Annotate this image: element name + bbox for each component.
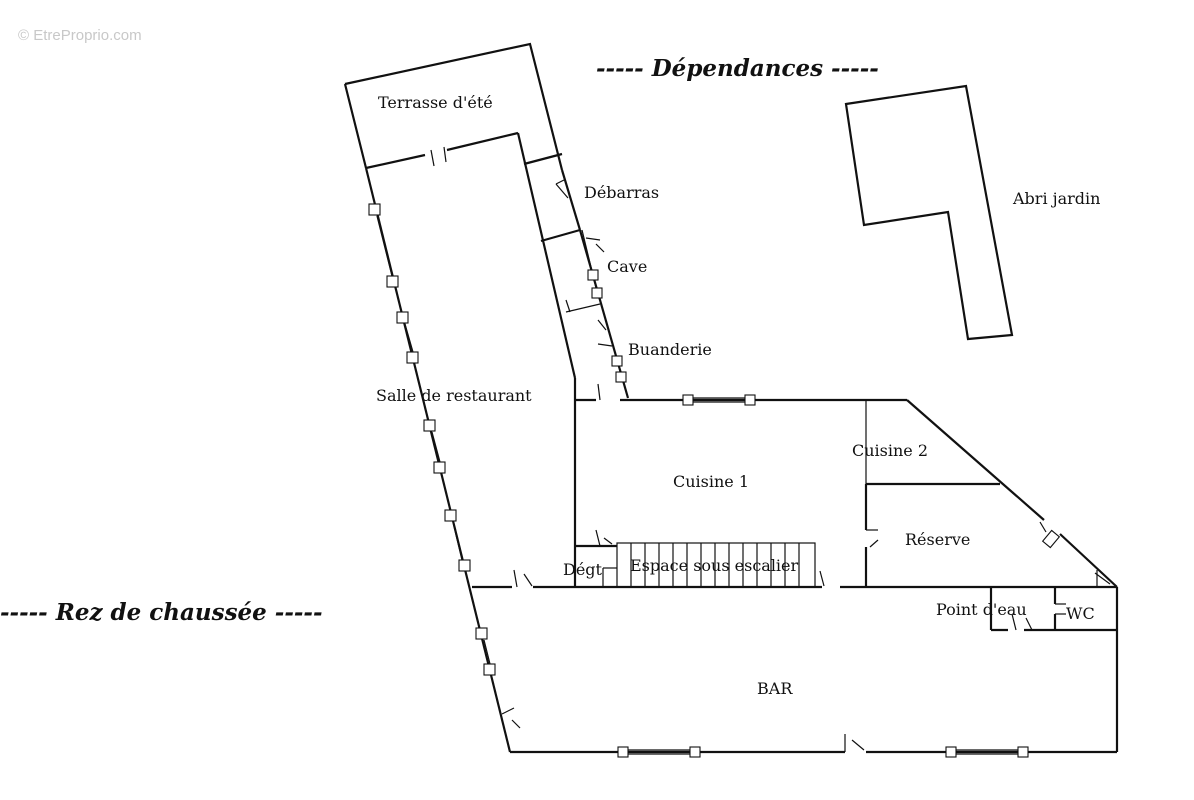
annex-walls: [523, 152, 630, 399]
terrasse-wall: [343, 42, 564, 171]
kitchen-walls: [575, 383, 1118, 588]
bar-walls: [472, 569, 1119, 758]
room-label-escalier: Espace sous escalier: [630, 556, 799, 575]
room-label-cuisine1: Cuisine 1: [673, 472, 749, 491]
restaurant-windows: [368, 203, 521, 729]
room-label-wc: WC: [1066, 604, 1095, 623]
room-label-terrasse: Terrasse d'été: [378, 93, 493, 112]
room-label-abri: Abri jardin: [1012, 189, 1100, 208]
room-label-cuisine2: Cuisine 2: [852, 441, 928, 460]
room-label-reserve: Réserve: [905, 530, 970, 549]
room-label-cave: Cave: [607, 257, 647, 276]
room-label-debarras: Débarras: [584, 183, 659, 202]
room-label-buanderie: Buanderie: [628, 340, 712, 359]
stairs: [575, 529, 816, 588]
room-label-degt: Dégt: [563, 560, 603, 579]
restaurant-wall: [364, 132, 577, 753]
wc-walls: [989, 587, 1117, 632]
rez-de-chaussee-title: ----- Rez de chaussée -----: [0, 599, 323, 626]
room-label-point-eau: Point d'eau: [936, 600, 1027, 619]
dependances-title: ----- Dépendances -----: [596, 55, 879, 82]
room-label-salle: Salle de restaurant: [376, 386, 532, 405]
watermark: © EtreProprio.com: [18, 27, 142, 44]
abri-jardin-outline: [844, 84, 1014, 341]
room-label-bar: BAR: [757, 679, 793, 698]
